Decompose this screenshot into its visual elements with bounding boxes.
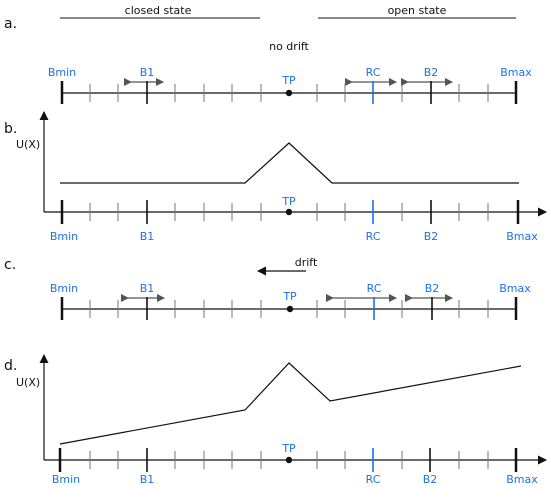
panel-c: c. drift Bmin B1 TP RC B2 Bmax (4, 256, 531, 320)
b2-label: B2 (423, 473, 438, 486)
panel-b-label: b. (4, 121, 17, 137)
bmin-label: Bmin (52, 473, 80, 486)
rc-label: RC (366, 66, 381, 79)
rc-label: RC (366, 230, 381, 243)
panel-a: a. closed state open state no drift Bmin… (4, 4, 532, 104)
tp-point (286, 305, 294, 313)
tp-point (285, 208, 293, 216)
closed-state-label: closed state (125, 4, 192, 17)
y-axis-label: U(X) (16, 376, 40, 389)
b2-label: B2 (425, 282, 440, 295)
no-drift-caption: no drift (269, 40, 309, 53)
tp-label: TP (281, 74, 296, 87)
tp-label: TP (281, 195, 296, 208)
b2-label: B2 (424, 66, 439, 79)
bmax-label: Bmax (506, 473, 538, 486)
rc-label: RC (366, 473, 381, 486)
panel-b: b. U(X) TP Bmin B1 RC B2 B (4, 111, 547, 243)
tp-point (285, 456, 293, 464)
drift-caption: drift (295, 256, 318, 269)
b2-label: B2 (424, 230, 439, 243)
panel-d: d. U(X) TP Bmin B1 RC B2 B (4, 354, 547, 486)
b1-label: B1 (140, 282, 155, 295)
tp-point (285, 89, 293, 97)
axis-ticks (60, 297, 518, 320)
rc-label: RC (367, 282, 382, 295)
bmax-label: Bmax (500, 66, 532, 79)
axis-ticks (60, 81, 518, 104)
bmin-label: Bmin (50, 230, 78, 243)
tp-label: TP (281, 442, 296, 455)
axis-ticks (60, 200, 520, 224)
panel-d-label: d. (4, 358, 17, 374)
energy-curve (59, 362, 522, 445)
panel-c-label: c. (4, 257, 16, 273)
b1-label: B1 (140, 473, 155, 486)
bmax-label: Bmax (506, 230, 538, 243)
open-state-label: open state (388, 4, 447, 17)
energy-curve (60, 142, 519, 184)
y-axis-label: U(X) (16, 138, 40, 151)
b1-label: B1 (140, 66, 155, 79)
bmin-label: Bmin (50, 282, 78, 295)
tp-label: TP (282, 290, 297, 303)
bmin-label: Bmin (48, 66, 76, 79)
panel-a-label: a. (4, 16, 17, 32)
b1-label: B1 (140, 230, 155, 243)
axis-ticks (58, 448, 518, 472)
bmax-label: Bmax (499, 282, 531, 295)
